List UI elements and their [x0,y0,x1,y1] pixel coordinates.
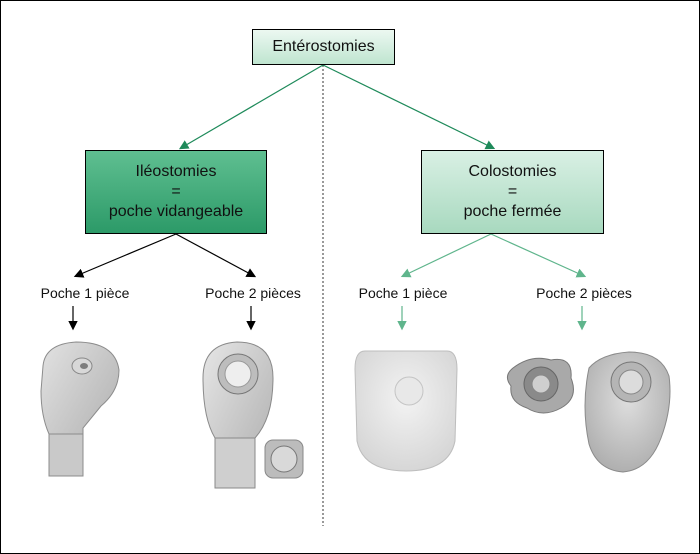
colostomy-equals: = [507,183,518,200]
ileostomy-title: Iléostomies [135,163,217,180]
ileo-two-piece-pouch-image [202,341,304,489]
ileo-option1-label: Poche 1 pièce [40,285,130,301]
colostomy-node: Colostomies = poche fermée [421,150,604,234]
ileostomy-node: Iléostomies = poche vidangeable [85,150,267,234]
ileo-option2-label: Poche 2 pièces [205,285,301,301]
ileostomy-subtitle: poche vidangeable [108,203,244,220]
root-node: Entérostomies [252,29,395,65]
colo-option2-label: Poche 2 pièces [536,285,632,301]
arrow-ileo-opt1 [73,233,177,278]
colostomy-title: Colostomies [468,163,557,180]
colo-two-piece-pouch-image [507,351,671,473]
colostomy-subtitle: poche fermée [463,203,562,220]
colo-one-piece-pouch-image [354,350,458,472]
arrow-colo-opt1 [400,233,492,278]
colo-option1-label: Poche 1 pièce [358,285,448,301]
arrow-root-ileo [178,64,324,150]
arrow-colo-opt2 [490,233,587,278]
ileostomy-equals: = [171,183,181,200]
arrow-root-colo [322,64,496,150]
root-label: Entérostomies [272,38,375,55]
arrow-ileo-opt2 [175,233,257,278]
ileo-one-piece-pouch-image [40,341,120,477]
